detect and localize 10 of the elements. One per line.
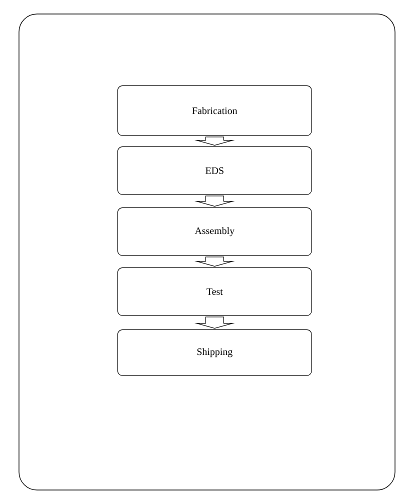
process-box: EDS xyxy=(117,146,312,195)
frame-box xyxy=(18,14,396,490)
process-box: Assembly xyxy=(117,207,312,256)
process-box: Test xyxy=(117,267,312,316)
arrow xyxy=(194,316,235,329)
arrow xyxy=(194,196,235,207)
arrow xyxy=(194,256,235,267)
arrow xyxy=(194,136,235,146)
process-box: Fabrication xyxy=(117,85,312,136)
process-box: Shipping xyxy=(117,329,312,376)
